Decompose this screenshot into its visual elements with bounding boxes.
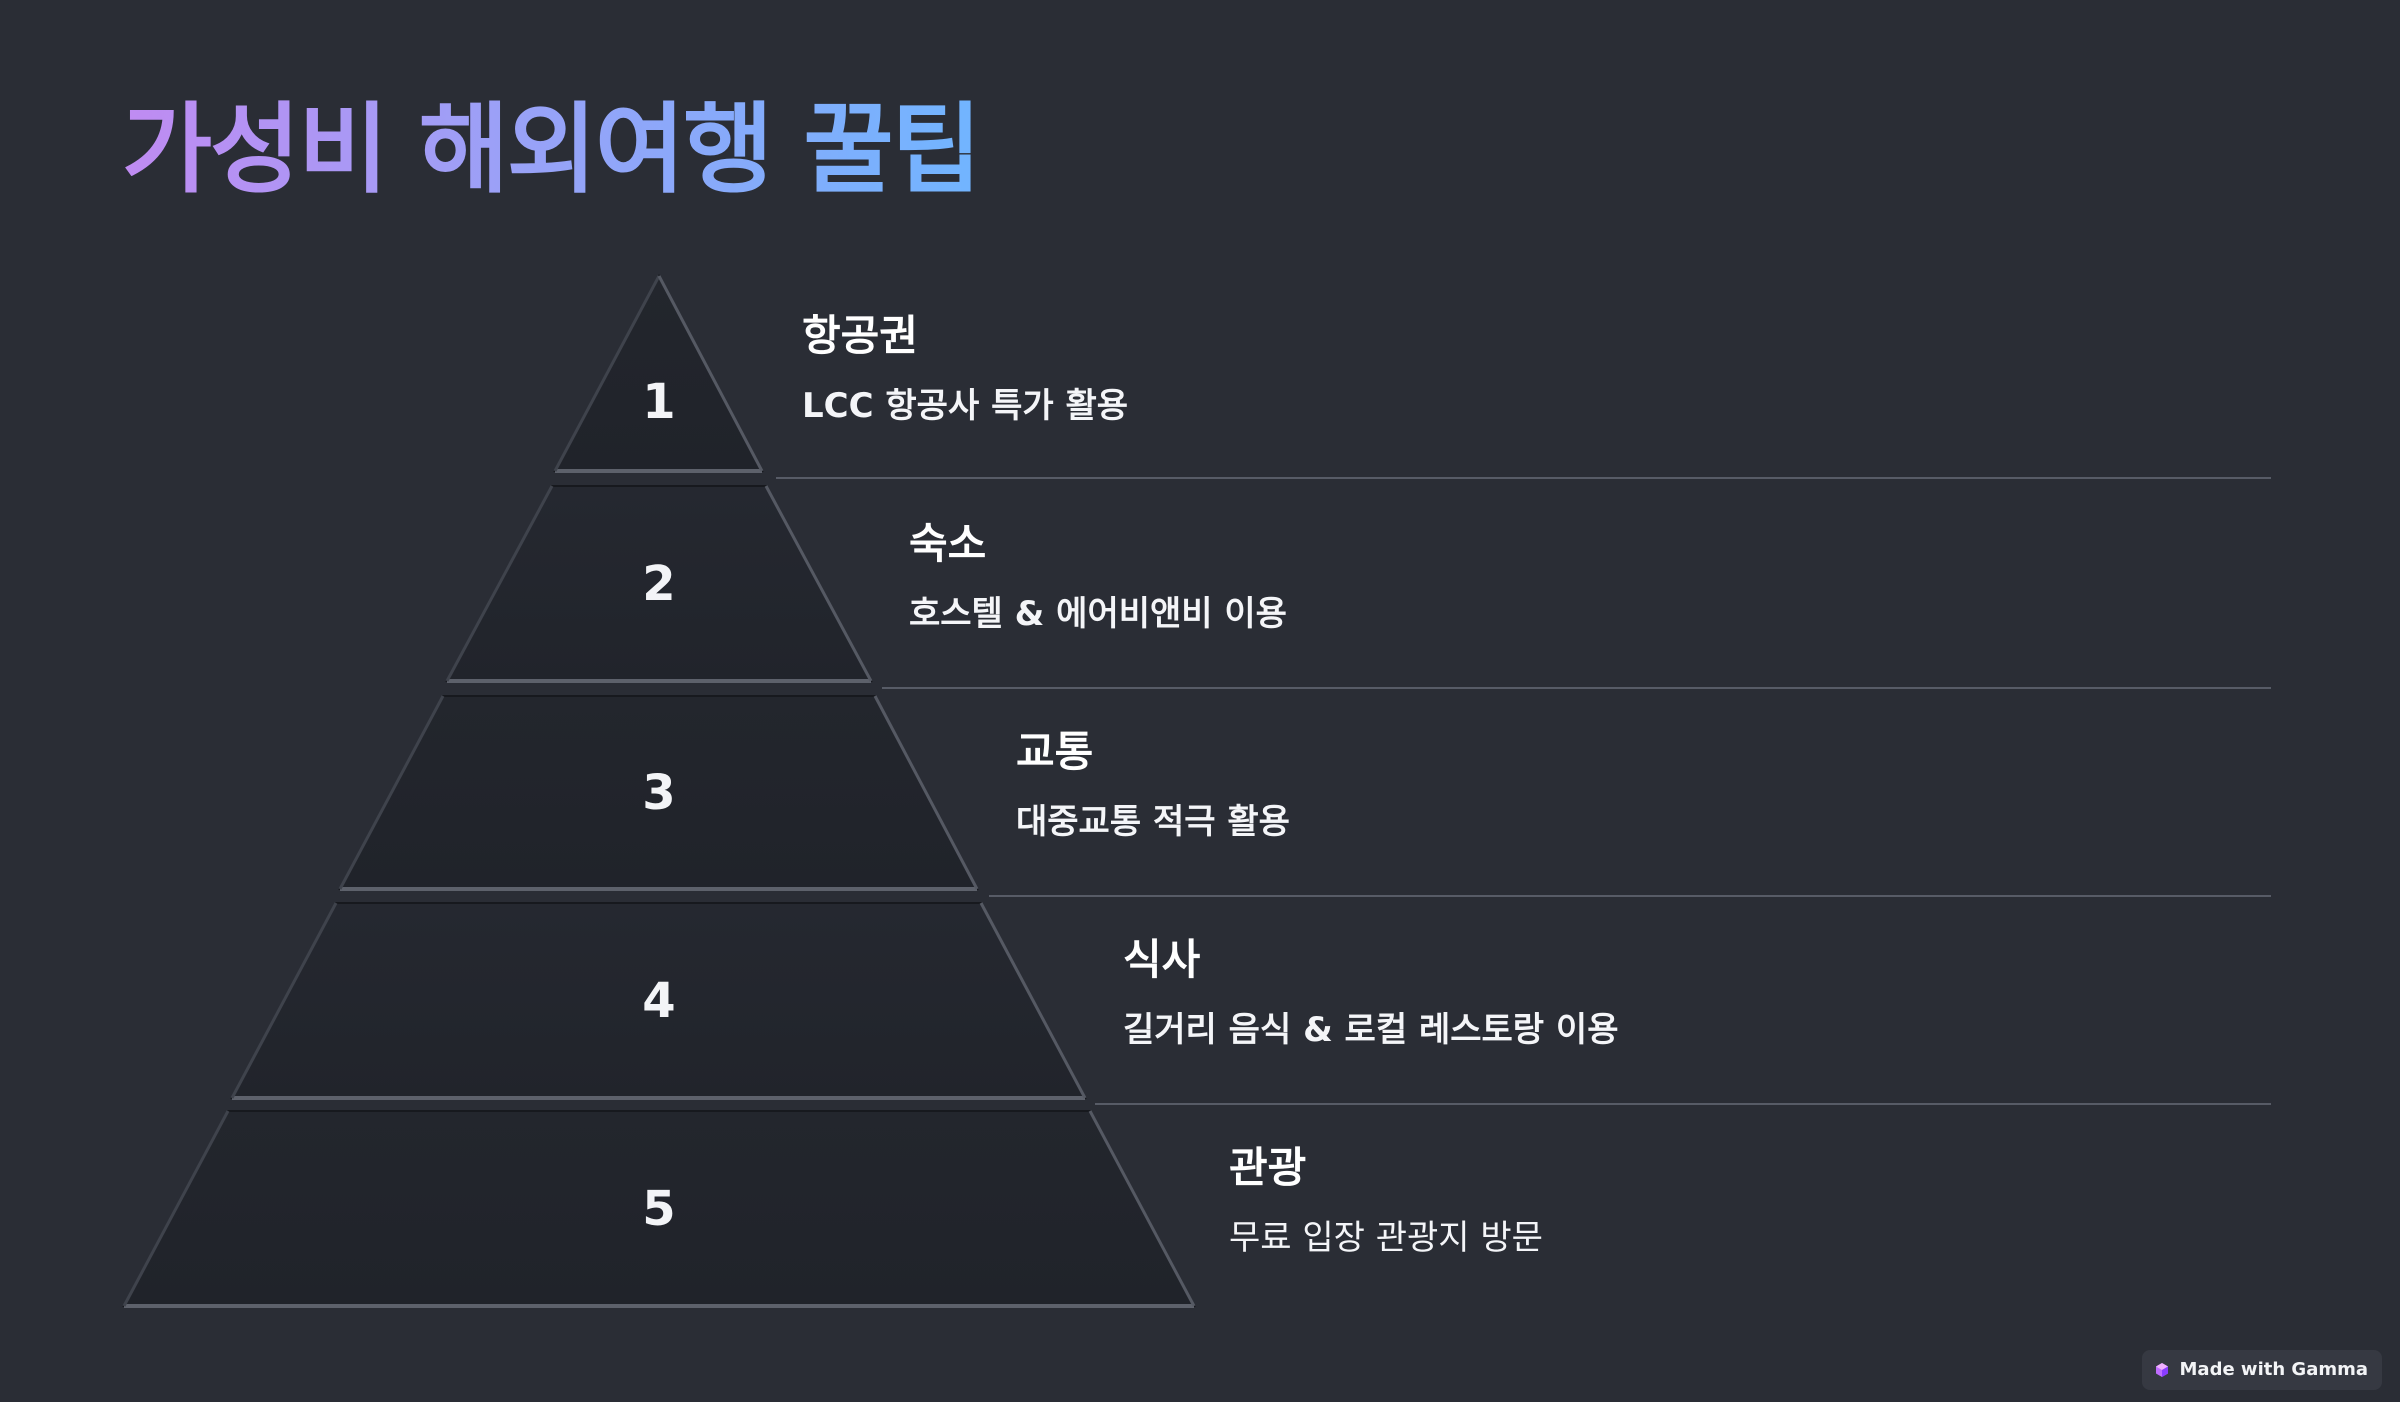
pyramid-level-4-number: 4 [642, 973, 676, 1029]
level-divider-3 [989, 895, 2271, 897]
pyramid-level-2-number: 2 [642, 556, 676, 612]
level-description: 무료 입장 관광지 방문 [1229, 1218, 1543, 1258]
pyramid-level-2-edge-left [445, 485, 554, 682]
level-divider-1 [776, 477, 2271, 479]
level-divider-4 [1095, 1103, 2271, 1105]
badge-label: Made with Gamma [2179, 1359, 2368, 1380]
pyramid-level-5-number: 5 [642, 1181, 676, 1237]
made-with-gamma-badge[interactable]: Made with Gamma [2141, 1350, 2382, 1390]
level-description: 호스텔 & 에어비앤비 이용 [909, 594, 1287, 634]
pyramid-level-4-text: 식사 길거리 음식 & 로컬 레스토랑 이용 [1123, 934, 2123, 1052]
pyramid-level-5-edge-left [122, 1110, 230, 1307]
pyramid-level-3-edge-right [873, 695, 979, 890]
pyramid-level-2-edge-right [764, 485, 873, 682]
pyramid-level-1-edge-right [657, 275, 764, 472]
level-title: 숙소 [909, 519, 987, 568]
level-divider-2 [882, 687, 2271, 689]
page-title: 가성비 해외여행 꿀팁 [122, 93, 982, 207]
pyramid-level-3-number: 3 [642, 765, 676, 821]
pyramid-level-3-text: 교통 대중교통 적극 활용 [1016, 726, 2016, 844]
pyramid-level-1-text: 항공권 LCC 항공사 특가 활용 [802, 310, 1802, 428]
level-title: 관광 [1229, 1143, 1307, 1192]
pyramid-level-4-edge-left [230, 902, 338, 1099]
level-description: LCC 항공사 특가 활용 [802, 386, 1129, 426]
pyramid-level-3-edge-left [338, 695, 445, 890]
pyramid-level-5-edge-right [1088, 1110, 1196, 1307]
pyramid-level-1-number: 1 [642, 374, 676, 430]
level-title: 항공권 [802, 311, 918, 360]
gamma-logo-icon [2155, 1363, 2168, 1377]
pyramid-level-4-edge-right [979, 902, 1087, 1099]
pyramid-level-5-text: 관광 무료 입장 관광지 방문 [1229, 1142, 2229, 1260]
level-description: 길거리 음식 & 로컬 레스토랑 이용 [1123, 1010, 1619, 1050]
level-title: 교통 [1016, 727, 1094, 776]
level-title: 식사 [1123, 935, 1201, 984]
pyramid-level-2-text: 숙소 호스텔 & 에어비앤비 이용 [909, 518, 1909, 636]
pyramid-level-1-edge-left [553, 275, 661, 472]
level-description: 대중교통 적극 활용 [1016, 802, 1290, 842]
